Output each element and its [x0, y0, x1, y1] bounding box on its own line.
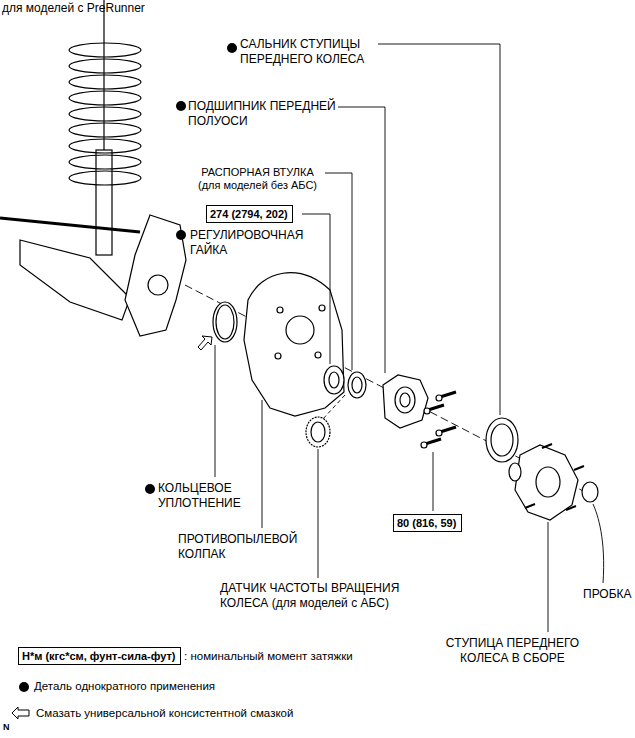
bolt-head [436, 430, 442, 436]
single-use-dot [227, 43, 237, 53]
speed-sensor-rotor [311, 422, 325, 442]
spring-coil [69, 91, 141, 105]
bearing [395, 387, 415, 413]
single-use-dot [176, 101, 186, 111]
bolt [425, 392, 456, 444]
part-name: РАСПОРНАЯ ВТУЛКА (для моделей без АБС) [190, 166, 325, 192]
hub-center [536, 467, 560, 497]
leader-line [325, 173, 352, 370]
tie-rod [0, 218, 140, 232]
dust-cover-hole [286, 316, 314, 344]
hub-stud [525, 444, 584, 510]
part-name: ПРОБКА [583, 587, 633, 602]
single-use-dot [176, 230, 186, 240]
part-name: КОЛЬЦЕВОЕ УПЛОТНЕНИЕ [158, 481, 268, 511]
figure-code: N [3, 722, 23, 733]
hub-boss [509, 463, 521, 481]
spring-coil [69, 107, 141, 121]
o-ring [213, 302, 237, 342]
knuckle-bore [148, 275, 168, 295]
part-name: САЛЬНИК СТУПИЦЫ ПЕРЕДНЕГО КОЛЕСА [240, 37, 390, 67]
dust-cover-hole [315, 352, 321, 358]
spacer [352, 377, 362, 393]
legend-text: Деталь однократного применения [34, 679, 215, 694]
leader-line [318, 449, 319, 578]
lower-arm [20, 240, 130, 320]
parts [213, 273, 598, 520]
oil-seal [486, 418, 518, 462]
leader-line [338, 107, 385, 373]
bolt-head [436, 395, 442, 401]
dust-cover-hole [275, 353, 281, 359]
leader-line [215, 345, 216, 477]
grease-arrow [198, 336, 212, 350]
steering-knuckle [125, 215, 186, 336]
leader-line [302, 214, 330, 364]
spring-coil [69, 75, 141, 89]
shock-absorber [96, 150, 112, 255]
bolt-head [421, 442, 427, 448]
spring-coil [69, 155, 141, 169]
single-use-marks [19, 43, 237, 692]
spring-coil [69, 59, 141, 73]
plug [582, 482, 598, 502]
part-name: СТУПИЦА ПЕРЕДНЕГО КОЛЕСА В СБОРЕ [430, 636, 595, 666]
part-name: ПРОТИВОПЫЛЕВОЙ КОЛПАК [178, 532, 313, 562]
spring-coil [69, 171, 141, 185]
bolt-head [424, 408, 430, 414]
dust-cover-hole [277, 307, 283, 313]
leader-line [548, 522, 549, 632]
box-text: Н*м (кгс*см, фунт-сила-фут) [22, 649, 176, 663]
legend-text: : номинальный момент затяжки [184, 649, 353, 664]
leader-line [593, 504, 604, 583]
leader-line [262, 400, 263, 528]
bearing [400, 393, 410, 407]
torque-spec-box: 80 (816, 59) [393, 514, 462, 532]
adjusting-nut [324, 366, 344, 394]
part-name: ПОДШИПНИК ПЕРЕДНЕЙ ПОЛУОСИ [188, 99, 348, 129]
part-name: ДАТЧИК ЧАСТОТЫ ВРАЩЕНИЯ КОЛЕСА (для моде… [220, 581, 425, 611]
oil-seal [491, 424, 513, 456]
spacer [348, 372, 366, 398]
suspension [0, 0, 186, 336]
legend-torque-box: Н*м (кгс*см, фунт-сила-фут) [18, 647, 181, 665]
spring-coil [69, 43, 141, 57]
leader-line [378, 44, 500, 415]
single-use-dot [145, 484, 155, 494]
legend-arrow [12, 707, 29, 719]
spring-coil [69, 139, 141, 153]
speed-sensor-rotor [306, 417, 330, 447]
legend-dot [19, 682, 29, 692]
box-text: 80 (816, 59) [397, 516, 456, 530]
torque-spec-box: 274 (2794, 202) [206, 205, 293, 223]
dust-cover-hole [319, 305, 325, 311]
dust-cover [244, 273, 344, 416]
bearing-flange [383, 375, 428, 428]
leader-line [433, 452, 434, 511]
spring-coil [69, 123, 141, 137]
box-text: 274 (2794, 202) [210, 207, 288, 221]
page-heading: для моделей с PreRunner [2, 1, 145, 16]
adjusting-nut [329, 372, 339, 388]
o-ring [216, 305, 234, 339]
part-name: РЕГУЛИРОВОЧНАЯ ГАЙКА [190, 228, 320, 258]
legend-text: Смазать универсальной консистентной смаз… [36, 706, 293, 721]
